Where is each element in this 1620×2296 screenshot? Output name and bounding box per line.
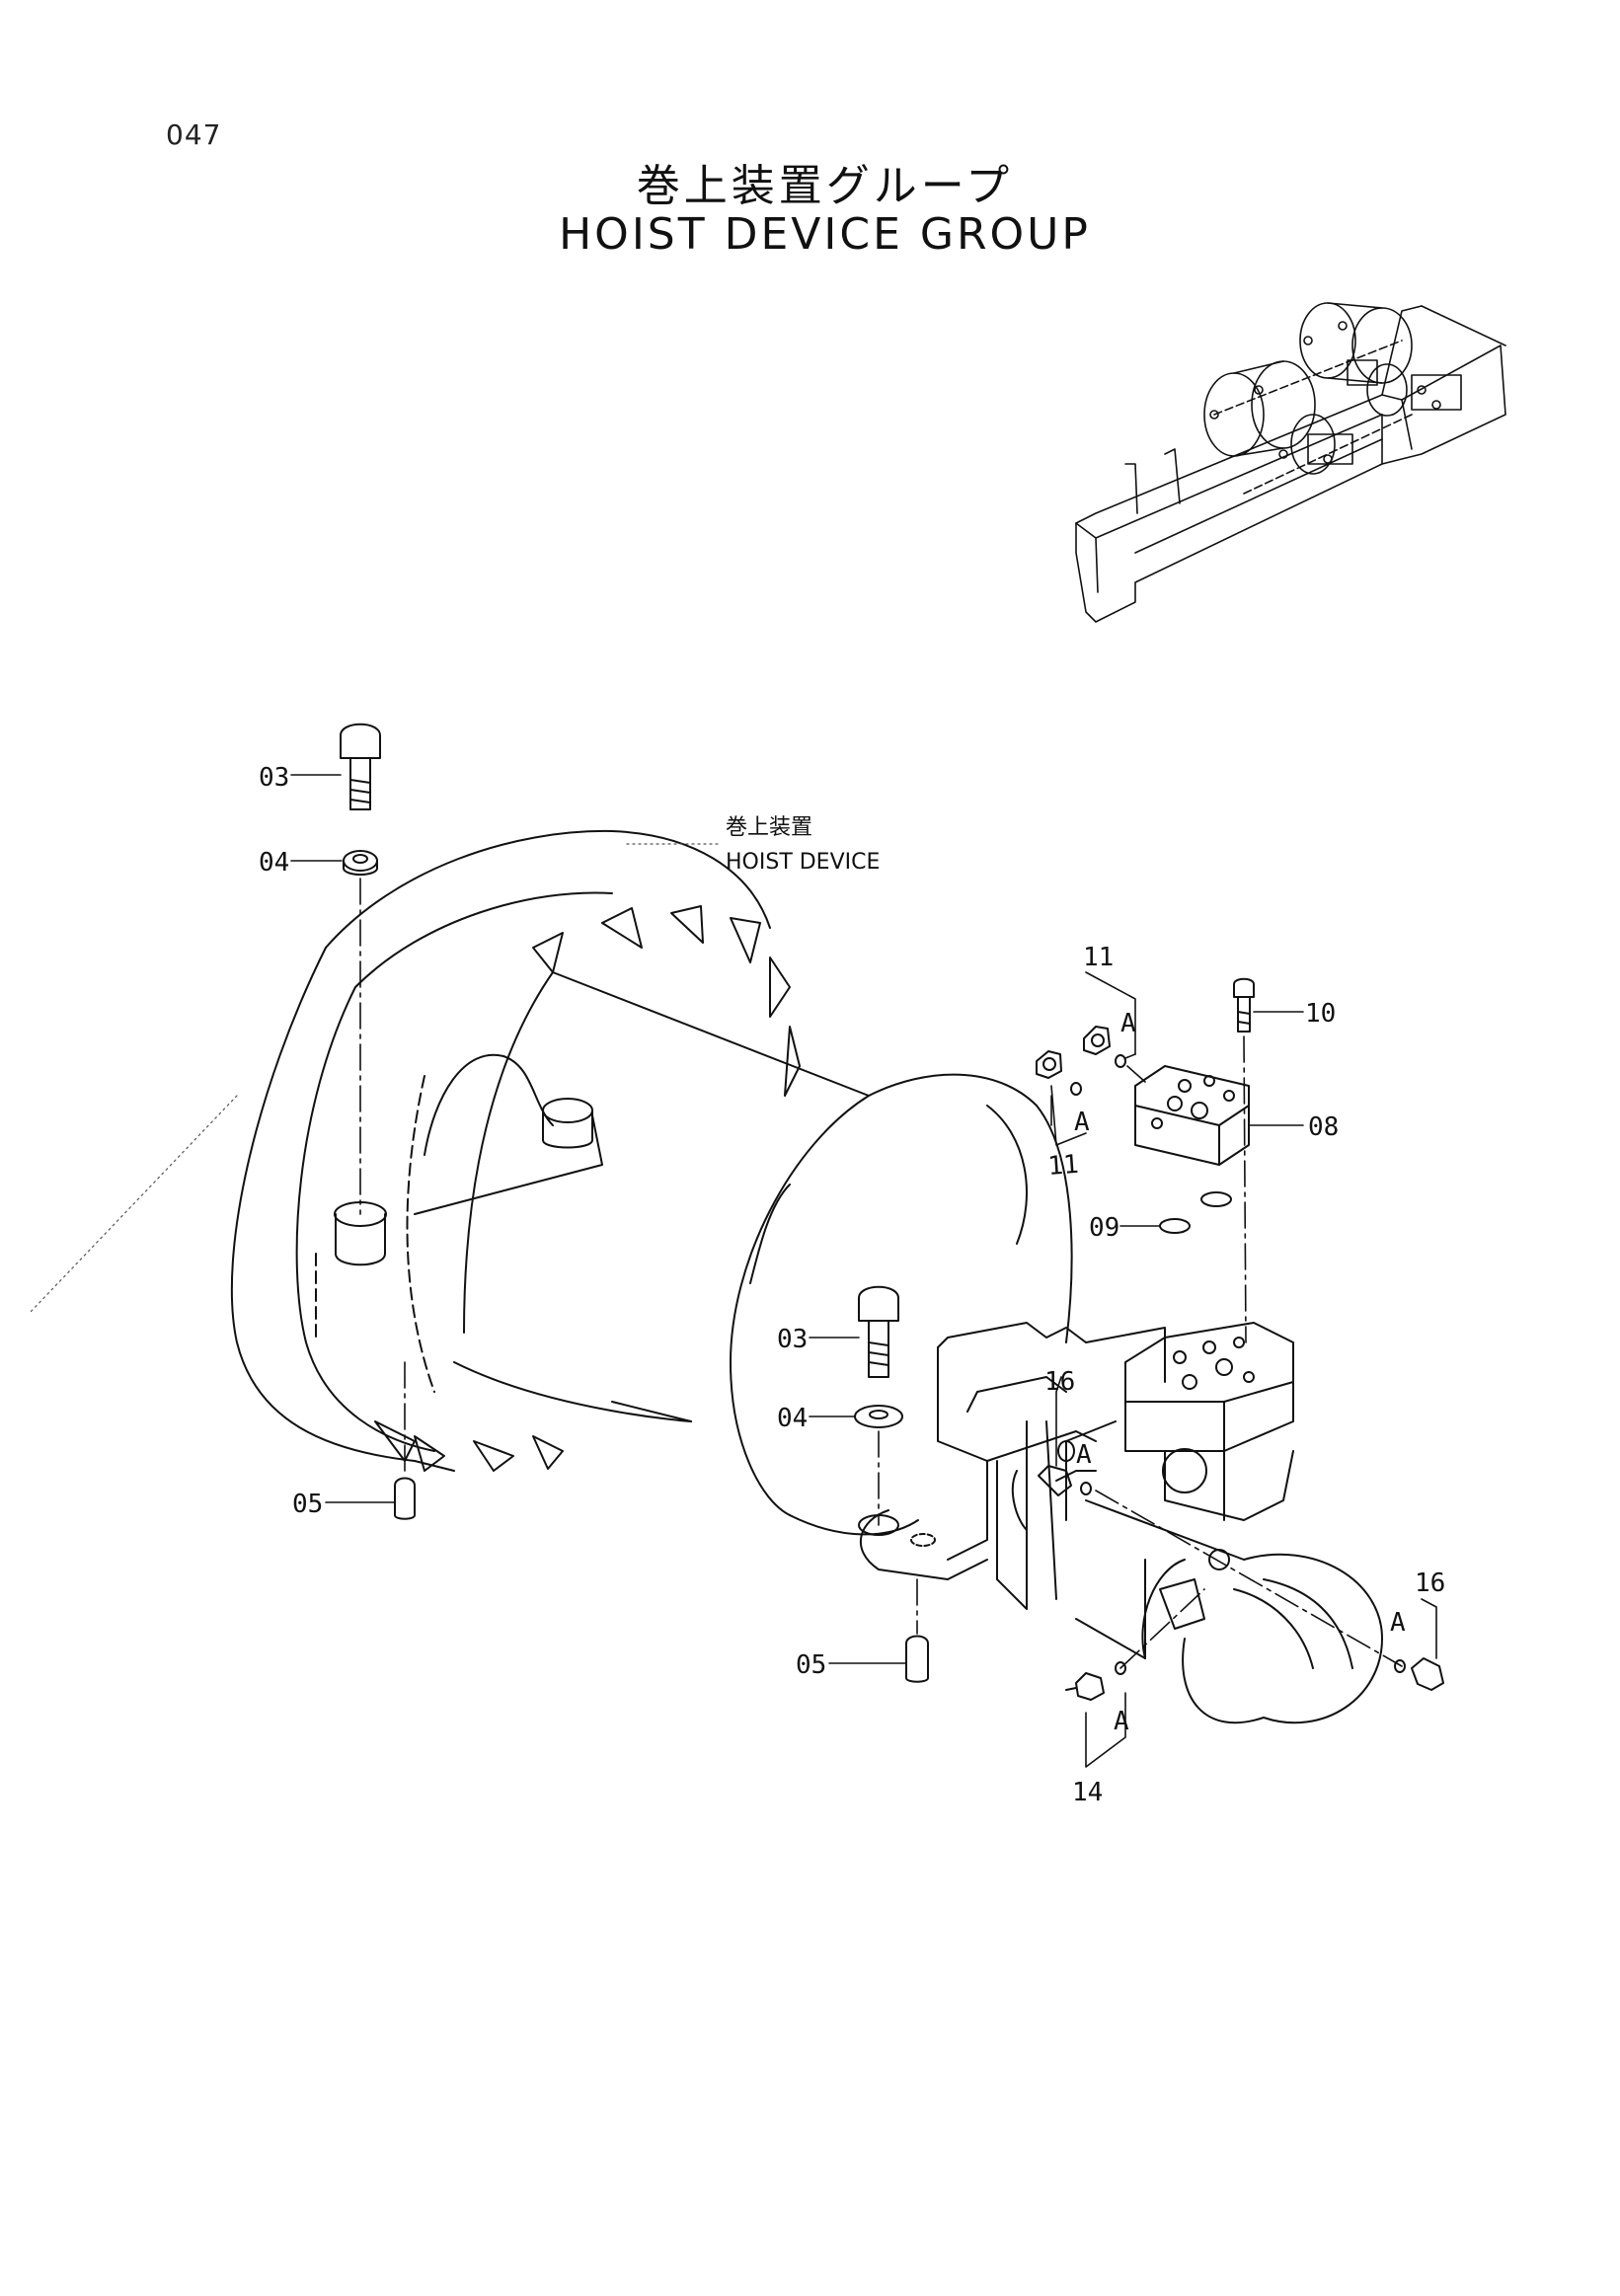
ref-a-3: A: [1076, 1440, 1092, 1470]
label-05-left: 05: [292, 1490, 323, 1519]
elbow-16-right: [1394, 1657, 1444, 1691]
pin-05-left: [394, 1477, 416, 1520]
elbow-16-left: [1038, 1465, 1092, 1496]
washer-04-upper: [343, 850, 378, 876]
label-05-lower: 05: [796, 1650, 826, 1680]
ref-a-5: A: [1114, 1707, 1129, 1736]
callout-english: HOIST DEVICE: [726, 850, 880, 875]
alignment-lines: [359, 878, 1403, 1669]
hydraulic-motor: [858, 1322, 1383, 1724]
label-04-lower: 04: [777, 1404, 808, 1433]
locator-thumbnail: [1075, 302, 1506, 623]
bolt-03-upper: [340, 723, 381, 810]
label-11-upper: 11: [1083, 943, 1114, 972]
bolt-10: [1233, 977, 1255, 1033]
page-title-english: HOIST DEVICE GROUP: [559, 209, 1091, 260]
hoist-drum: [230, 829, 1073, 1536]
label-03-upper: 03: [259, 763, 289, 793]
ref-a-4: A: [1390, 1608, 1406, 1638]
page-number: 047: [166, 118, 222, 151]
plug-11-lower: [1036, 1050, 1082, 1096]
label-11-lower: 11: [1046, 1150, 1079, 1182]
label-16-left: 16: [1044, 1367, 1075, 1397]
callout-lines: [29, 843, 722, 1314]
pin-05-lower: [905, 1635, 929, 1683]
label-16-right: 16: [1415, 1569, 1445, 1598]
washer-04-lower: [854, 1405, 903, 1428]
label-10: 10: [1305, 999, 1336, 1029]
bolt-03-lower: [858, 1285, 899, 1378]
part-labels: 03 04 05 03 04 05 08 09 10 11 11 14 16 1…: [259, 763, 1445, 1807]
valve-block-08: [1134, 1065, 1250, 1234]
fitting-14: [1065, 1661, 1126, 1701]
ref-a-2: A: [1074, 1108, 1090, 1137]
label-08: 08: [1308, 1112, 1339, 1142]
label-04-upper: 04: [259, 848, 289, 878]
ref-a-1: A: [1120, 1009, 1136, 1038]
callout-japanese: 巻上装置: [726, 815, 812, 840]
page-title-japanese: 巻上装置グループ: [636, 161, 1014, 211]
label-03-lower: 03: [777, 1325, 808, 1354]
label-09: 09: [1089, 1213, 1119, 1243]
leader-lines: [290, 774, 1437, 1768]
label-14: 14: [1072, 1778, 1103, 1807]
plug-11-upper: [1083, 1026, 1126, 1068]
